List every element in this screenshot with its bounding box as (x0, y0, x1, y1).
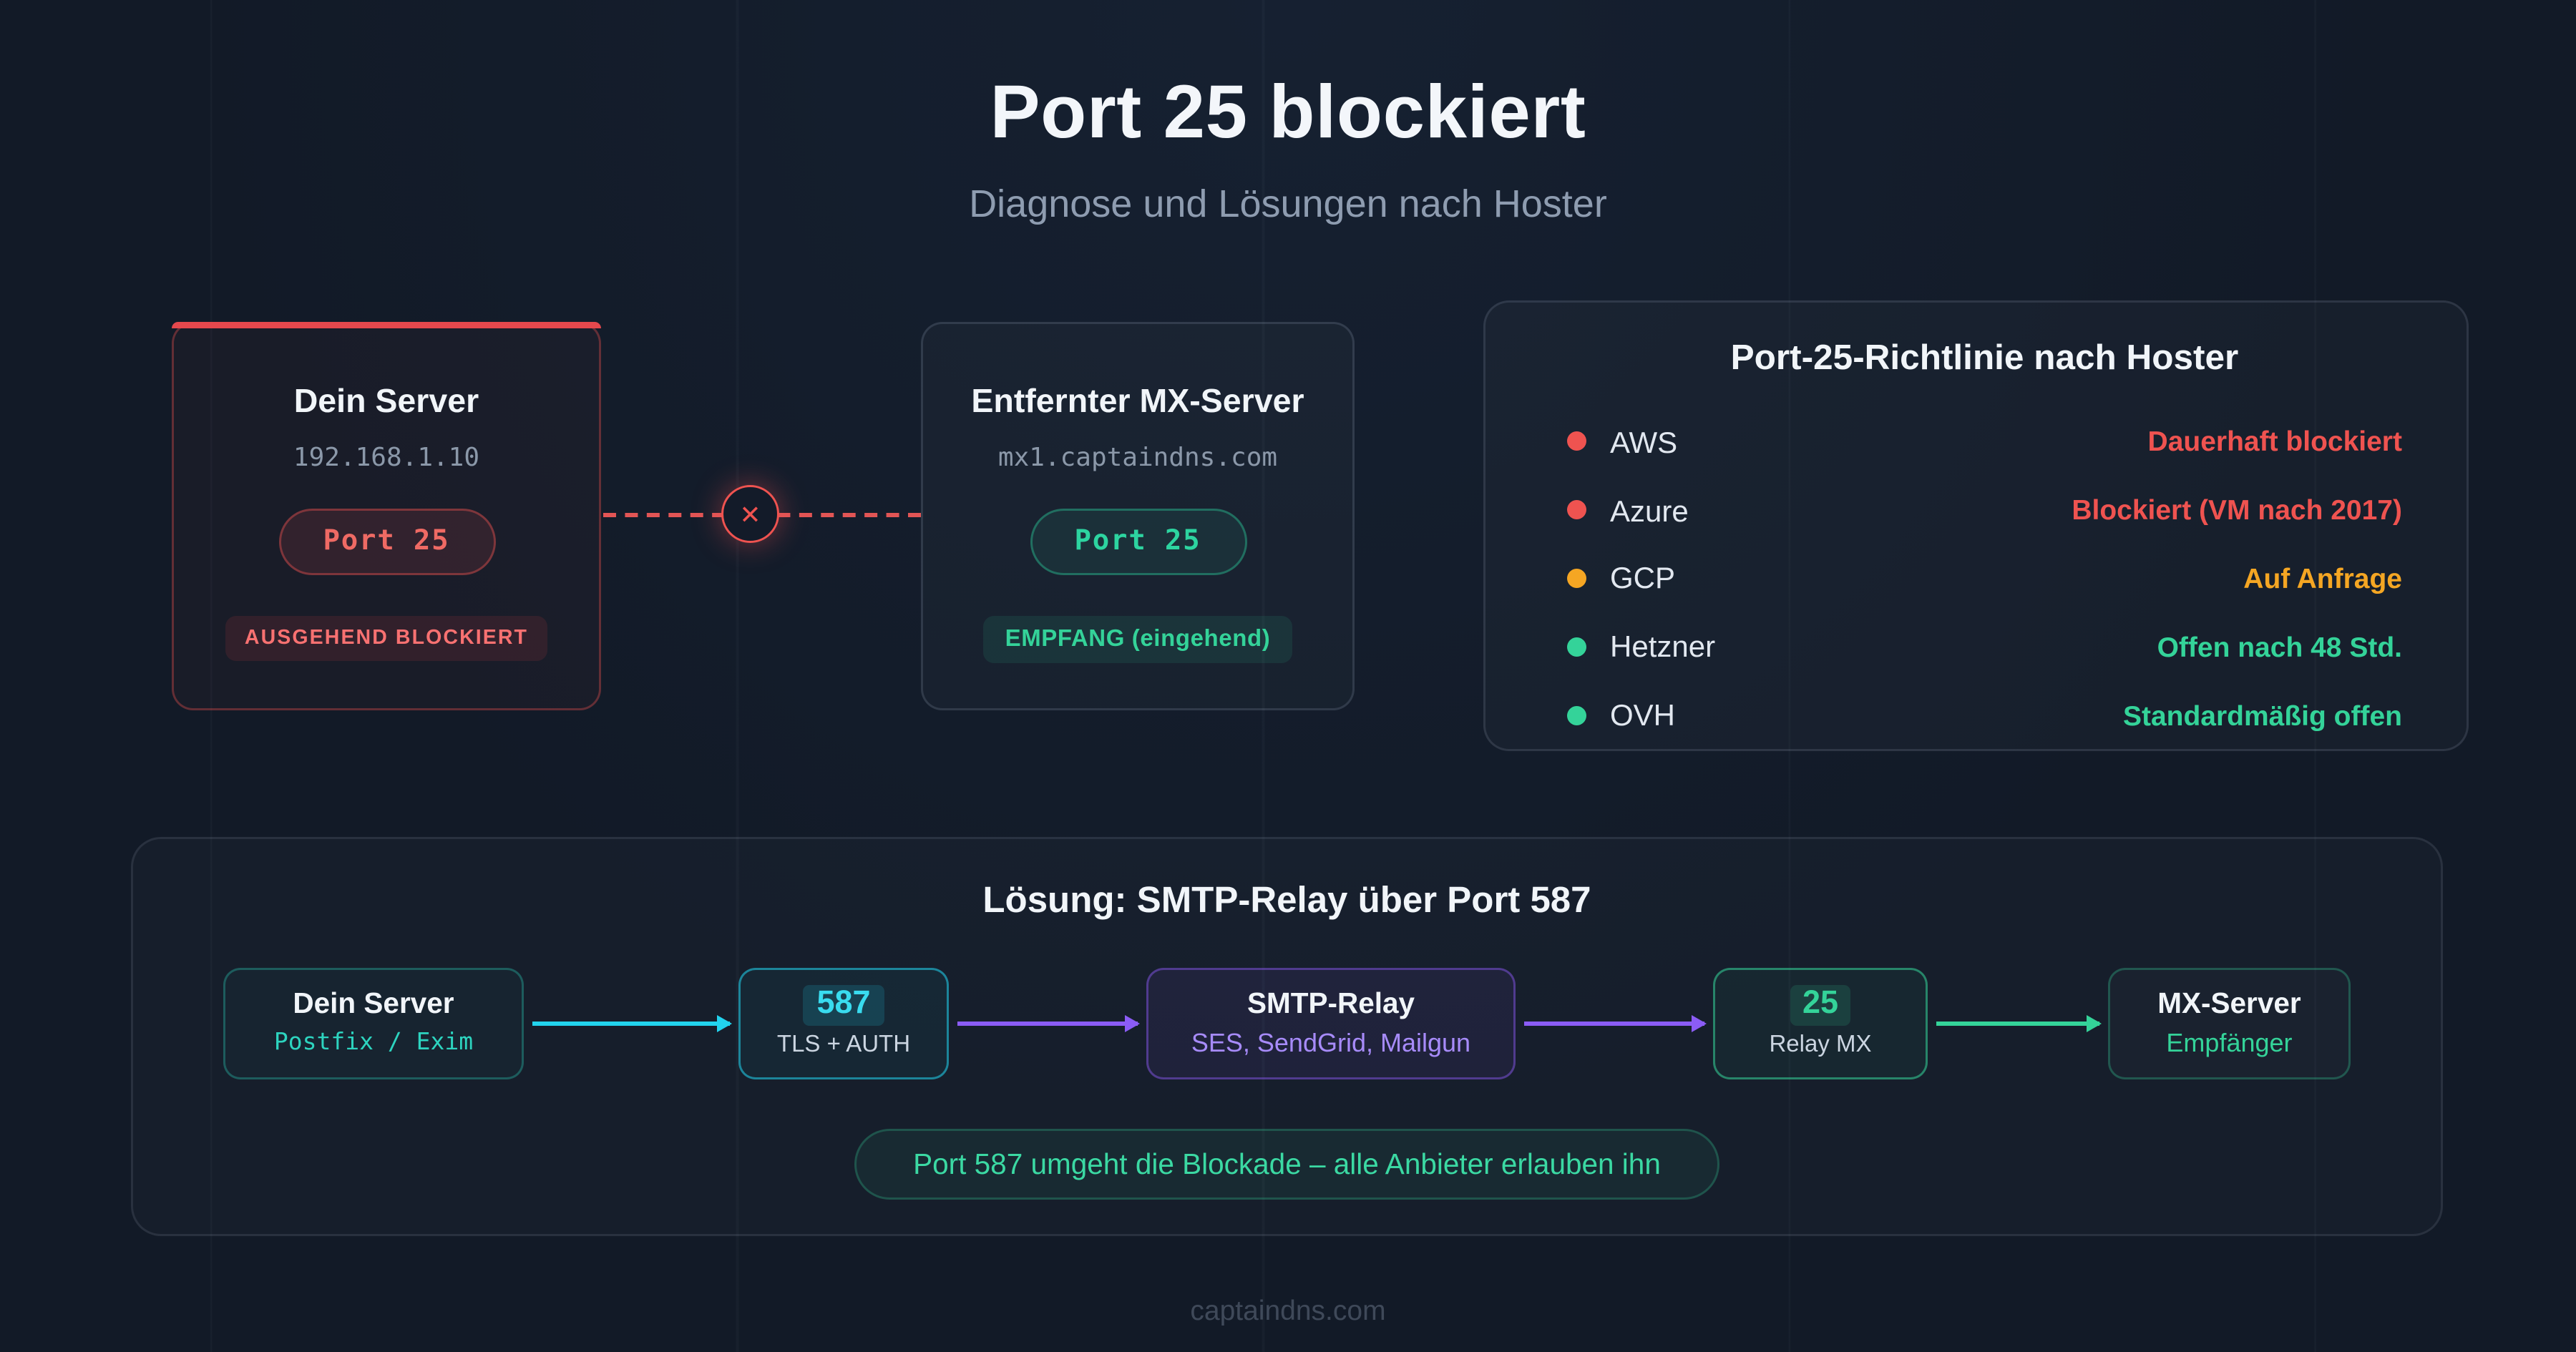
flow-node-title: 25 (1789, 986, 1852, 1027)
flow-node-port-25: 25 Relay MX (1713, 968, 1928, 1079)
flow-node-subtitle: Relay MX (1769, 1032, 1872, 1059)
blocked-x-icon: ✕ (721, 485, 779, 543)
mx-server-status-badge: EMPFANG (eingehend) (983, 616, 1292, 663)
status-dot (1567, 432, 1586, 452)
provider-status: Offen nach 48 Std. (2157, 630, 2402, 663)
policy-row-azure: Azure Blockiert (VM nach 2017) (1567, 476, 2402, 544)
solution-title: Lösung: SMTP-Relay über Port 587 (982, 880, 1591, 921)
page-title: Port 25 blockiert (990, 71, 1586, 155)
flow-node-smtp-relay: SMTP-Relay SES, SendGrid, Mailgun (1146, 968, 1516, 1079)
policy-row-ovh: OVH Standardmäßig offen (1567, 681, 2402, 749)
flow-arrow-cyan (532, 1022, 730, 1026)
flow-node-title: MX-Server (2157, 986, 2301, 1019)
mx-server-port-pill: Port 25 (1029, 509, 1246, 575)
policy-row-aws: AWS Dauerhaft blockiert (1567, 408, 2402, 476)
mx-server-card: Entfernter MX-Server mx1.captaindns.com … (921, 322, 1355, 710)
your-server-status-badge: AUSGEHEND BLOCKIERT (225, 616, 548, 661)
flow-node-subtitle: Empfänger (2166, 1027, 2293, 1057)
page-subtitle: Diagnose und Lösungen nach Hoster (969, 182, 1607, 225)
status-dot (1567, 500, 1586, 520)
provider-status: Standardmäßig offen (2122, 698, 2402, 731)
provider-status: Blockiert (VM nach 2017) (2072, 494, 2402, 526)
provider-name: Azure (1610, 493, 1689, 528)
flow-node-port-587: 587 TLS + AUTH (738, 968, 949, 1079)
footer-brand: captaindns.com (1190, 1294, 1386, 1326)
provider-name: AWS (1610, 424, 1678, 459)
page-header: Port 25 blockiert Diagnose und Lösungen … (0, 0, 2576, 227)
flow-arrow-purple (1524, 1022, 1704, 1026)
policy-card-title: Port-25-Richtlinie nach Hoster (1730, 339, 2239, 378)
flow-node-subtitle: SES, SendGrid, Mailgun (1191, 1027, 1471, 1057)
provider-name: GCP (1610, 561, 1676, 596)
policy-row-hetzner: Hetzner Offen nach 48 Std. (1567, 612, 2402, 680)
flow-node-subtitle: TLS + AUTH (776, 1032, 911, 1059)
provider-name: OVH (1610, 697, 1676, 733)
policy-row-gcp: GCP Auf Anfrage (1567, 544, 2402, 612)
status-dot (1567, 705, 1586, 725)
flow-node-subtitle: Postfix / Exim (273, 1028, 474, 1057)
relay-flow: Dein Server Postfix / Exim 587 TLS + AUT… (223, 968, 2351, 1079)
mx-server-host: mx1.captaindns.com (997, 442, 1278, 472)
your-server-card: Dein Server 192.168.1.10 Port 25 AUSGEHE… (172, 322, 601, 710)
flow-node-title: Dein Server (293, 988, 454, 1021)
flow-arrow-purple (957, 1022, 1138, 1026)
flow-node-your-server: Dein Server Postfix / Exim (223, 968, 524, 1079)
flow-node-title: 587 (804, 986, 884, 1027)
x-glyph: ✕ (739, 499, 761, 529)
your-server-title: Dein Server (293, 384, 479, 421)
provider-status: Dauerhaft blockiert (2147, 426, 2402, 459)
solution-panel: Lösung: SMTP-Relay über Port 587 Dein Se… (131, 837, 2443, 1236)
mx-server-title: Entfernter MX-Server (971, 384, 1304, 421)
flow-node-mx-server: MX-Server Empfänger (2108, 968, 2351, 1079)
policy-card: Port-25-Richtlinie nach Hoster AWS Dauer… (1483, 300, 2469, 751)
your-server-port-pill: Port 25 (278, 509, 495, 575)
flow-arrow-green (1936, 1022, 2099, 1026)
solution-note: Port 587 umgeht die Blockade – alle Anbi… (855, 1129, 1719, 1200)
your-server-ip: 192.168.1.10 (293, 442, 480, 472)
provider-name: Hetzner (1610, 629, 1716, 664)
provider-status: Auf Anfrage (2243, 562, 2402, 594)
status-dot (1567, 637, 1586, 657)
status-dot (1567, 568, 1586, 588)
flow-node-title: SMTP-Relay (1246, 986, 1415, 1019)
